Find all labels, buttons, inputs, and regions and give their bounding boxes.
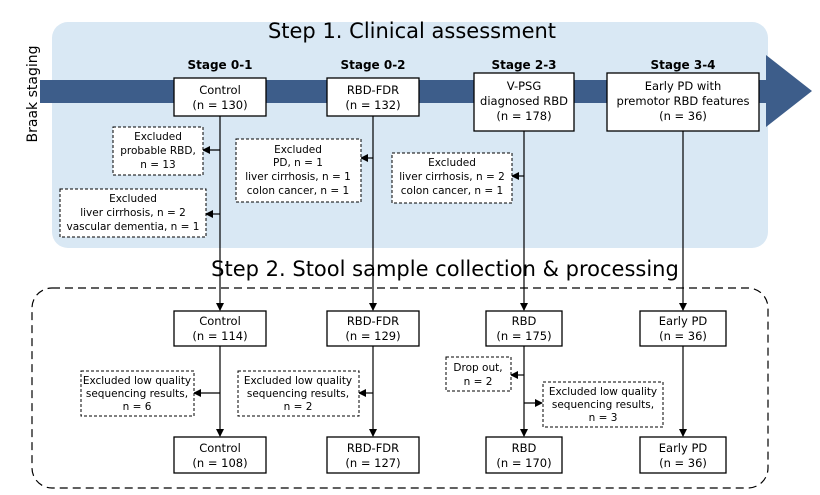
step2-exclusion-rbd-fdr: Excluded low quality sequencing results,… [237,370,360,417]
step1-exclusion-control-2-line3: vascular dementia, n = 1 [67,221,200,233]
step2-dropout-rbd-line1: Drop out, [453,362,502,374]
step2-exclusion-control: Excluded low quality sequencing results,… [80,370,195,417]
step1-exclusion-rbd-fdr-line3: liver cirrhosis, n = 1 [245,171,351,183]
step2-exclusion-rbd-line1: Excluded low quality [549,386,657,398]
step2-box-control-final-line1: Control [199,441,241,455]
step1-exclusion-control-2-line1: Excluded [109,193,157,205]
step2-exclusion-rbd: Excluded low quality sequencing results,… [542,381,664,428]
stage-label-2-3: Stage 2-3 [491,58,556,72]
step1-box-control-line2: (n = 130) [192,98,247,112]
step2-box-rbd-final-line1: RBD [512,441,537,455]
step1-exclusion-rbd-line2: liver cirrhosis, n = 2 [399,171,505,183]
step1-box-early-pd-line2: premotor RBD features [617,94,750,108]
step2-box-control-final-line2: (n = 108) [192,456,247,470]
step2-box-early-pd-final-line1: Early PD [659,441,708,455]
step2-box-control-collected: Control (n = 114) [173,310,267,347]
step2-dropout-rbd-line2: n = 2 [464,376,493,388]
step2-box-rbd-fdr-collected-line1: RBD-FDR [347,314,399,328]
step1-exclusion-control-1-line2: probable RBD, [120,145,196,157]
step1-box-rbd-line1: V-PSG [507,79,542,93]
step2-title: Step 2. Stool sample collection & proces… [211,257,679,281]
step1-box-control-line1: Control [199,83,241,97]
step2-exclusion-control-line3: n = 6 [123,401,152,413]
step1-box-rbd-line2: diagnosed RBD [480,94,568,108]
step2-exclusion-rbd-fdr-line1: Excluded low quality [244,375,352,387]
step2-exclusion-control-line1: Excluded low quality [83,375,191,387]
step1-exclusion-rbd: Excluded liver cirrhosis, n = 2 colon ca… [391,152,513,204]
step2-box-rbd-final-line2: (n = 170) [496,456,551,470]
braak-staging-label: Braak staging [25,46,41,143]
step2-box-early-pd-collected-line1: Early PD [659,314,708,328]
step2-box-rbd-fdr-final-line2: (n = 127) [345,456,400,470]
step2-exclusion-rbd-line2: sequencing results, [552,399,654,411]
step1-exclusion-rbd-line3: colon cancer, n = 1 [401,185,503,197]
step2-box-control-collected-line2: (n = 114) [192,329,247,343]
braak-arrow [40,55,812,127]
step2-exclusion-rbd-fdr-line2: sequencing results, [247,388,349,400]
step2-exclusion-control-line2: sequencing results, [86,388,188,400]
step1-exclusion-rbd-fdr-line1: Excluded [274,144,322,156]
step2-box-rbd-collected: RBD (n = 175) [485,310,563,347]
step2-box-early-pd-final: Early PD (n = 36) [639,436,727,474]
step2-box-early-pd-collected-line2: (n = 36) [659,329,707,343]
step1-box-rbd: V-PSG diagnosed RBD (n = 178) [473,72,575,132]
step2-box-early-pd-collected: Early PD (n = 36) [639,310,727,347]
step2-box-rbd-fdr-final: RBD-FDR (n = 127) [326,436,420,474]
step2-box-control-collected-line1: Control [199,314,241,328]
step1-exclusion-rbd-fdr-line2: PD, n = 1 [273,157,323,169]
step2-exclusion-rbd-fdr-line3: n = 2 [284,401,313,413]
step1-box-early-pd: Early PD with premotor RBD features (n =… [606,72,760,132]
step2-box-rbd-fdr-collected-line2: (n = 129) [345,329,400,343]
step1-box-early-pd-line3: (n = 36) [659,109,707,123]
step1-exclusion-rbd-fdr: Excluded PD, n = 1 liver cirrhosis, n = … [235,138,362,203]
step2-frame [31,287,769,489]
step1-box-control: Control (n = 130) [173,77,267,117]
step1-exclusion-control-1-line3: n = 13 [140,159,176,171]
stage-label-0-2: Stage 0-2 [340,58,405,72]
step2-box-early-pd-final-line2: (n = 36) [659,456,707,470]
stage-label-3-4: Stage 3-4 [650,58,715,72]
step1-box-rbd-fdr: RBD-FDR (n = 132) [326,77,420,117]
step2-box-rbd-final: RBD (n = 170) [485,436,563,474]
step1-exclusion-control-2-line2: liver cirrhosis, n = 2 [80,207,186,219]
step2-box-rbd-collected-line1: RBD [512,314,537,328]
step2-dropout-rbd: Drop out, n = 2 [445,356,512,392]
step1-box-rbd-fdr-line1: RBD-FDR [347,83,399,97]
step2-box-control-final: Control (n = 108) [173,436,267,474]
step2-box-rbd-fdr-collected: RBD-FDR (n = 129) [326,310,420,347]
stage-label-0-1: Stage 0-1 [187,58,252,72]
step1-exclusion-rbd-fdr-line4: colon cancer, n = 1 [247,185,349,197]
step1-exclusion-control-1: Excluded probable RBD, n = 13 [112,126,204,176]
step2-box-rbd-collected-line2: (n = 175) [496,329,551,343]
step1-box-rbd-fdr-line2: (n = 132) [345,98,400,112]
step1-exclusion-control-1-line1: Excluded [134,131,182,143]
step1-box-early-pd-line1: Early PD with [645,79,722,93]
step2-box-rbd-fdr-final-line1: RBD-FDR [347,441,399,455]
step1-exclusion-rbd-line1: Excluded [428,157,476,169]
step1-exclusion-control-2: Excluded liver cirrhosis, n = 2 vascular… [59,188,207,238]
step1-title: Step 1. Clinical assessment [268,19,556,43]
step2-exclusion-rbd-line3: n = 3 [589,412,618,424]
step1-box-rbd-line3: (n = 178) [496,109,551,123]
